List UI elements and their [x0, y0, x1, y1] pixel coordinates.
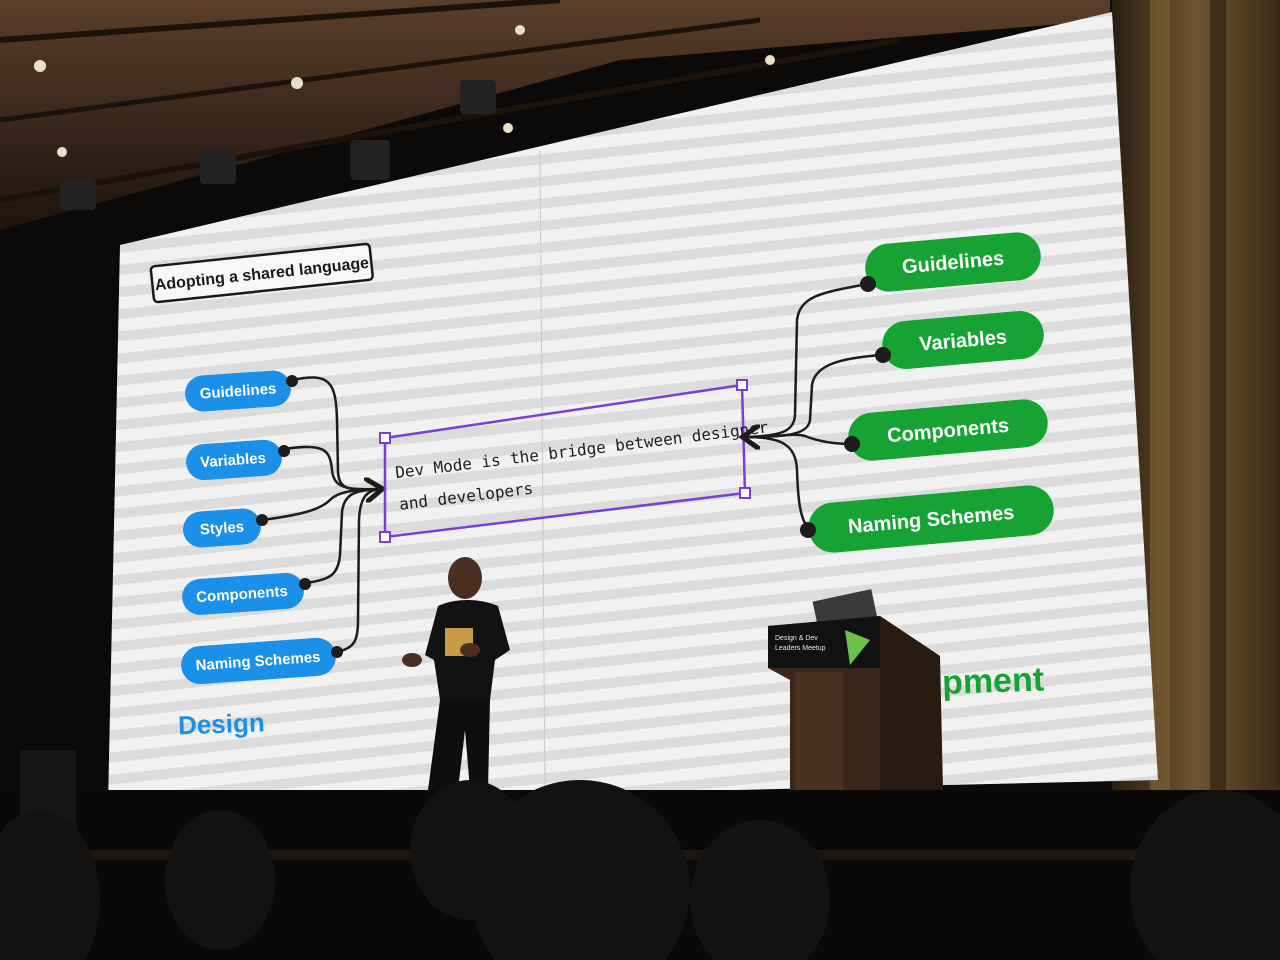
development-label: pment	[941, 660, 1044, 702]
dev-item: Guidelines	[865, 232, 1041, 292]
podium-line1: Design & Dev	[775, 635, 818, 642]
audience-heads	[0, 780, 1280, 960]
design-item: Components	[182, 572, 304, 615]
dev-items: Guidelines Variables Components Naming S…	[800, 232, 1054, 553]
design-items: Guidelines Variables Styles Components N…	[181, 370, 343, 685]
design-item: Styles	[183, 508, 261, 548]
svg-text:Guidelines: Guidelines	[199, 380, 277, 402]
design-connectors	[261, 376, 380, 654]
design-item: Guidelines	[185, 370, 291, 412]
ceiling	[0, 0, 1110, 230]
svg-text:Variables: Variables	[200, 450, 267, 472]
stage-column	[1112, 0, 1280, 870]
dev-connectors	[745, 282, 883, 529]
design-label: Design	[178, 707, 266, 740]
slide-title-box: Adopting a shared language	[149, 242, 374, 304]
dev-item: Components	[848, 399, 1048, 461]
speaker	[402, 557, 510, 790]
projection-screen	[108, 12, 1158, 805]
design-item: Naming Schemes	[181, 637, 336, 685]
svg-text:Components: Components	[196, 583, 289, 606]
svg-text:Styles: Styles	[199, 518, 244, 538]
design-item: Variables	[186, 439, 282, 481]
podium-line2: Leaders Meetup	[775, 645, 826, 652]
dev-item: Variables	[882, 311, 1044, 369]
dev-item: Naming Schemes	[808, 485, 1054, 553]
